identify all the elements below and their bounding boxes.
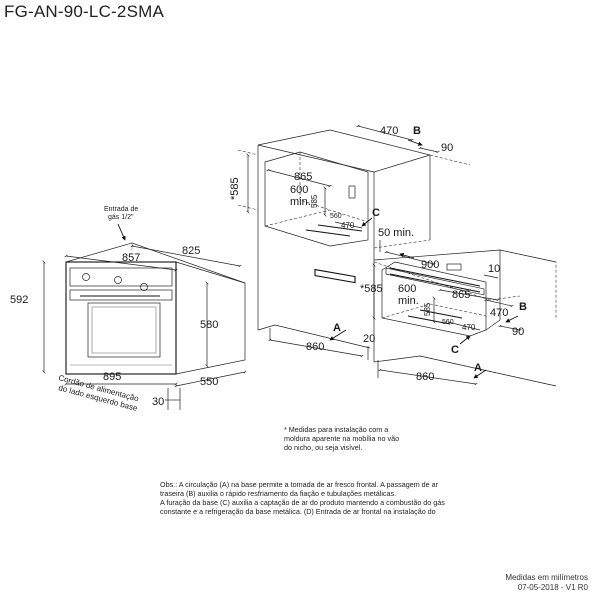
footer-version: 07-05-2018 - V1 R0 xyxy=(517,583,588,592)
dim-lower-600: 600 xyxy=(398,283,416,295)
dim-lower-min: min. xyxy=(398,295,419,307)
dim-lower-900: 900 xyxy=(421,259,439,271)
dim-lower-865: 865 xyxy=(452,289,470,301)
label-upper-B: B xyxy=(413,125,421,137)
dim-lower-10: 10 xyxy=(488,263,500,275)
asterisk-note-line: do nicho, ou seja visível. xyxy=(284,443,363,452)
asterisk-note-line: moldura aparente na mobília no vão xyxy=(284,434,400,443)
dim-upper-50min: 50 min. xyxy=(378,227,414,239)
front-view-dimensions: Entrada de gás 1/2" 825 857 592 580 895 … xyxy=(10,206,245,413)
dim-upper-600: 600 xyxy=(290,184,308,196)
lower-installation xyxy=(373,248,557,387)
dim-lower-585-inner: 585 xyxy=(423,302,432,316)
dim-857: 857 xyxy=(122,252,140,264)
dim-upper-865: 865 xyxy=(294,171,312,183)
obs-note-line: traseira (B) auxilia o rápido resfriamen… xyxy=(160,489,397,498)
gas-inlet-label-2: gás 1/2" xyxy=(108,214,134,221)
label-lower-C: C xyxy=(451,344,459,356)
obs-note: Obs.: A circulação (A) na base permite a… xyxy=(160,480,460,516)
dim-upper-470-bottom: 470 xyxy=(341,221,355,230)
footer-units: Medidas em milímetros xyxy=(505,573,588,582)
dim-30: 30 xyxy=(152,396,164,408)
dim-895: 895 xyxy=(103,371,121,383)
dim-upper-470: 470 xyxy=(380,125,398,137)
dim-592: 592 xyxy=(10,294,28,306)
dim-lower-90: 90 xyxy=(512,326,524,338)
drawing-title: FG-AN-90-LC-2SMA xyxy=(4,2,165,21)
label-lower-B: B xyxy=(519,301,527,313)
dim-upper-20: 20 xyxy=(363,333,375,345)
asterisk-note-line: * Medidas para instalação com a xyxy=(284,425,389,434)
obs-note-line: Obs.: A circulação (A) na base permite a… xyxy=(160,480,439,489)
dim-upper-585-inner: 585 xyxy=(310,194,319,208)
gas-inlet-label-1: Entrada de xyxy=(104,206,138,213)
upper-installation xyxy=(237,129,471,349)
dim-upper-90: 90 xyxy=(441,142,453,154)
asterisk-note: * Medidas para instalação com a moldura … xyxy=(284,425,444,452)
dim-upper-585: *585 xyxy=(229,177,241,200)
dim-825: 825 xyxy=(182,245,200,257)
dim-upper-560: 560 xyxy=(330,213,342,220)
label-upper-A: A xyxy=(333,322,341,334)
obs-note-line: constante e a refrigeração da base metál… xyxy=(160,507,436,516)
label-lower-A: A xyxy=(474,362,482,374)
obs-note-line: A furação da base (C) auxilia a captação… xyxy=(160,498,445,507)
footer: Medidas em milímetros 07-05-2018 - V1 R0 xyxy=(505,573,588,593)
upper-installation-dimensions: 470 B 90 *585 865 600 min. 585 560 470 C… xyxy=(229,125,453,360)
dim-550: 550 xyxy=(200,376,218,388)
lower-installation-dimensions: 900 10 *585 600 min. 865 585 560 470 B 4… xyxy=(360,252,527,384)
front-view-oven xyxy=(65,242,246,375)
dim-upper-min: min. xyxy=(290,196,311,208)
dim-lower-860: 860 xyxy=(416,371,434,383)
dim-lower-585: *585 xyxy=(360,283,383,295)
label-upper-C: C xyxy=(372,207,380,219)
dim-lower-470: 470 xyxy=(462,323,476,332)
dim-lower-470-right: 470 xyxy=(490,307,508,319)
dim-580: 580 xyxy=(200,319,218,331)
dim-lower-560: 560 xyxy=(442,319,454,326)
dim-upper-860: 860 xyxy=(306,341,324,353)
